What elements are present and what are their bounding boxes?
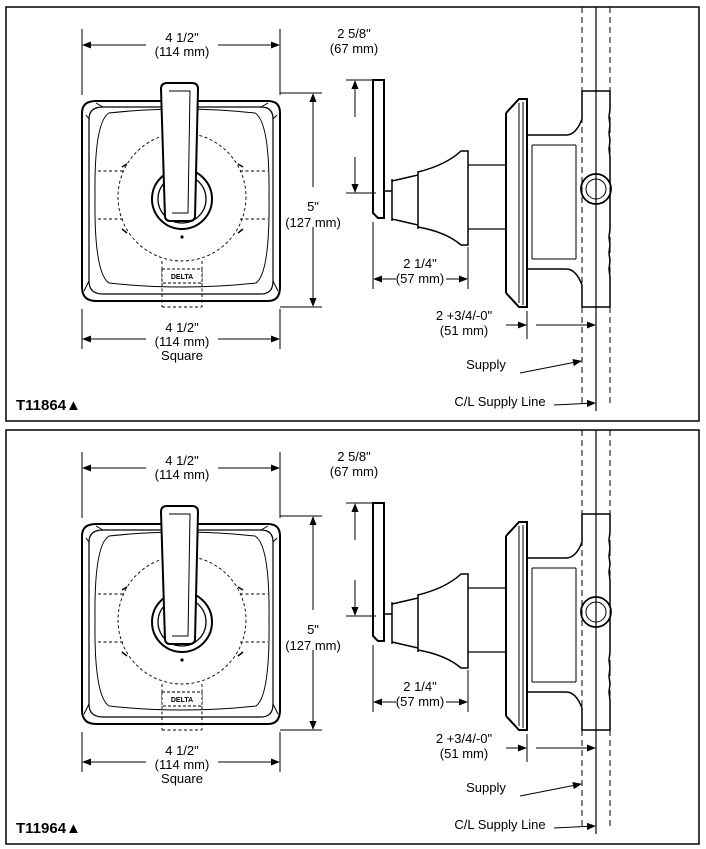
square-note: Square bbox=[161, 348, 203, 363]
height-mm-label: (127 mm) bbox=[285, 215, 341, 230]
bottom-width-mm-label: (114 mm) bbox=[155, 757, 210, 772]
diagram-panel-t11864: 4 1/2" (114 mm) 4 1/2" (114 mm) Square 5… bbox=[6, 7, 699, 421]
supply-label: Supply bbox=[466, 357, 506, 372]
diagram-panel-t11964: 4 1/2" (114 mm) 4 1/2" (114 mm) Square 5… bbox=[6, 430, 699, 844]
model-number: T11964▲ bbox=[16, 820, 81, 837]
handle-depth-inch-label: 2 5/8" bbox=[337, 449, 371, 464]
top-width-mm-label: (114 mm) bbox=[155, 467, 210, 482]
bottom-width-inch-label: 4 1/2" bbox=[165, 320, 199, 335]
top-width-inch-label: 4 1/2" bbox=[165, 453, 199, 468]
handle-depth-mm-label: (67 mm) bbox=[330, 464, 378, 479]
escutcheon-depth-inch-label: 2 1/4" bbox=[403, 679, 437, 694]
handle-depth-mm-label: (67 mm) bbox=[330, 41, 378, 56]
delta-logo-text: DELTA bbox=[171, 697, 193, 704]
bottom-width-inch-label: 4 1/2" bbox=[165, 743, 199, 758]
escutcheon-depth-inch-label: 2 1/4" bbox=[403, 256, 437, 271]
cl-supply-line-label: C/L Supply Line bbox=[454, 394, 545, 409]
cl-supply-line-label: C/L Supply Line bbox=[454, 817, 545, 832]
top-width-mm-label: (114 mm) bbox=[155, 44, 210, 59]
valve-offset-inch-label: 2 +3/4/-0" bbox=[436, 308, 493, 323]
bottom-width-mm-label: (114 mm) bbox=[155, 334, 210, 349]
model-number: T11864▲ bbox=[16, 397, 81, 414]
valve-offset-inch-label: 2 +3/4/-0" bbox=[436, 731, 493, 746]
square-note: Square bbox=[161, 771, 203, 786]
top-width-inch-label: 4 1/2" bbox=[165, 30, 199, 45]
height-inch-label: 5" bbox=[307, 622, 319, 637]
handle-depth-inch-label: 2 5/8" bbox=[337, 26, 371, 41]
delta-logo-text: DELTA bbox=[171, 274, 193, 281]
valve-offset-mm-label: (51 mm) bbox=[440, 746, 488, 761]
height-inch-label: 5" bbox=[307, 199, 319, 214]
escutcheon-depth-mm-label: (57 mm) bbox=[396, 694, 444, 709]
height-mm-label: (127 mm) bbox=[285, 638, 341, 653]
valve-offset-mm-label: (51 mm) bbox=[440, 323, 488, 338]
supply-label: Supply bbox=[466, 780, 506, 795]
escutcheon-depth-mm-label: (57 mm) bbox=[396, 271, 444, 286]
